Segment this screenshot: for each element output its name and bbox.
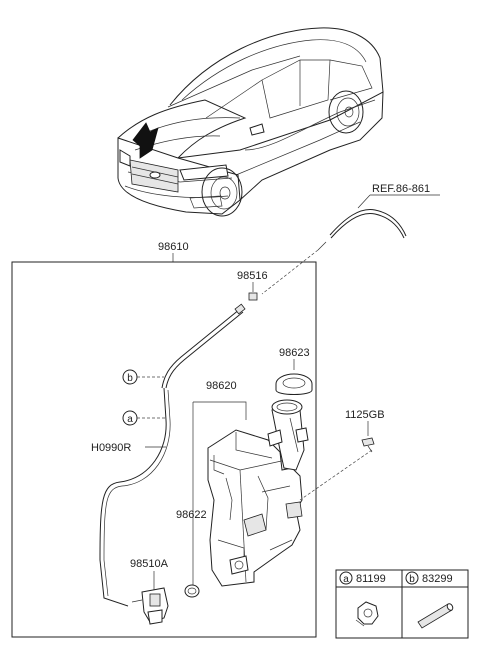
grommet: [184, 584, 200, 598]
legend-b-part: 83299: [422, 573, 453, 585]
hose-label: H0990R: [91, 442, 131, 454]
legend-a-circle: [339, 571, 353, 585]
washer-pump: [131, 587, 169, 625]
reservoir-cap: [275, 373, 313, 395]
location-arrow-icon: [132, 122, 159, 159]
washer-reservoir: [207, 399, 309, 587]
legend-a-part: 81199: [356, 573, 386, 585]
ref-label: REF.86-861: [372, 183, 430, 195]
bolt: [361, 437, 375, 453]
nozzle-connector: [248, 292, 258, 301]
car-illustration: [117, 27, 384, 217]
legend-a-letter: a: [343, 574, 349, 585]
reservoir-label: 98620: [206, 380, 237, 392]
grommet-label: 98622: [176, 509, 207, 521]
assembly-frame: [11, 261, 317, 638]
callout-b-letter: b: [127, 373, 133, 384]
legend-b-circle: [405, 571, 419, 585]
legend-b-letter: b: [409, 574, 415, 585]
assembly-label: 98610: [158, 241, 189, 253]
callout-a-letter: a: [127, 414, 133, 425]
pump-label: 98510A: [130, 558, 169, 570]
bolt-label: 1125GB: [345, 409, 385, 421]
nozzle-hose-label: 98516: [237, 270, 268, 282]
legend-table: a 81199 b 83299: [335, 569, 469, 639]
hose-clip: [355, 601, 379, 627]
hose-tube: [417, 603, 454, 629]
cap-label: 98623: [279, 347, 310, 359]
